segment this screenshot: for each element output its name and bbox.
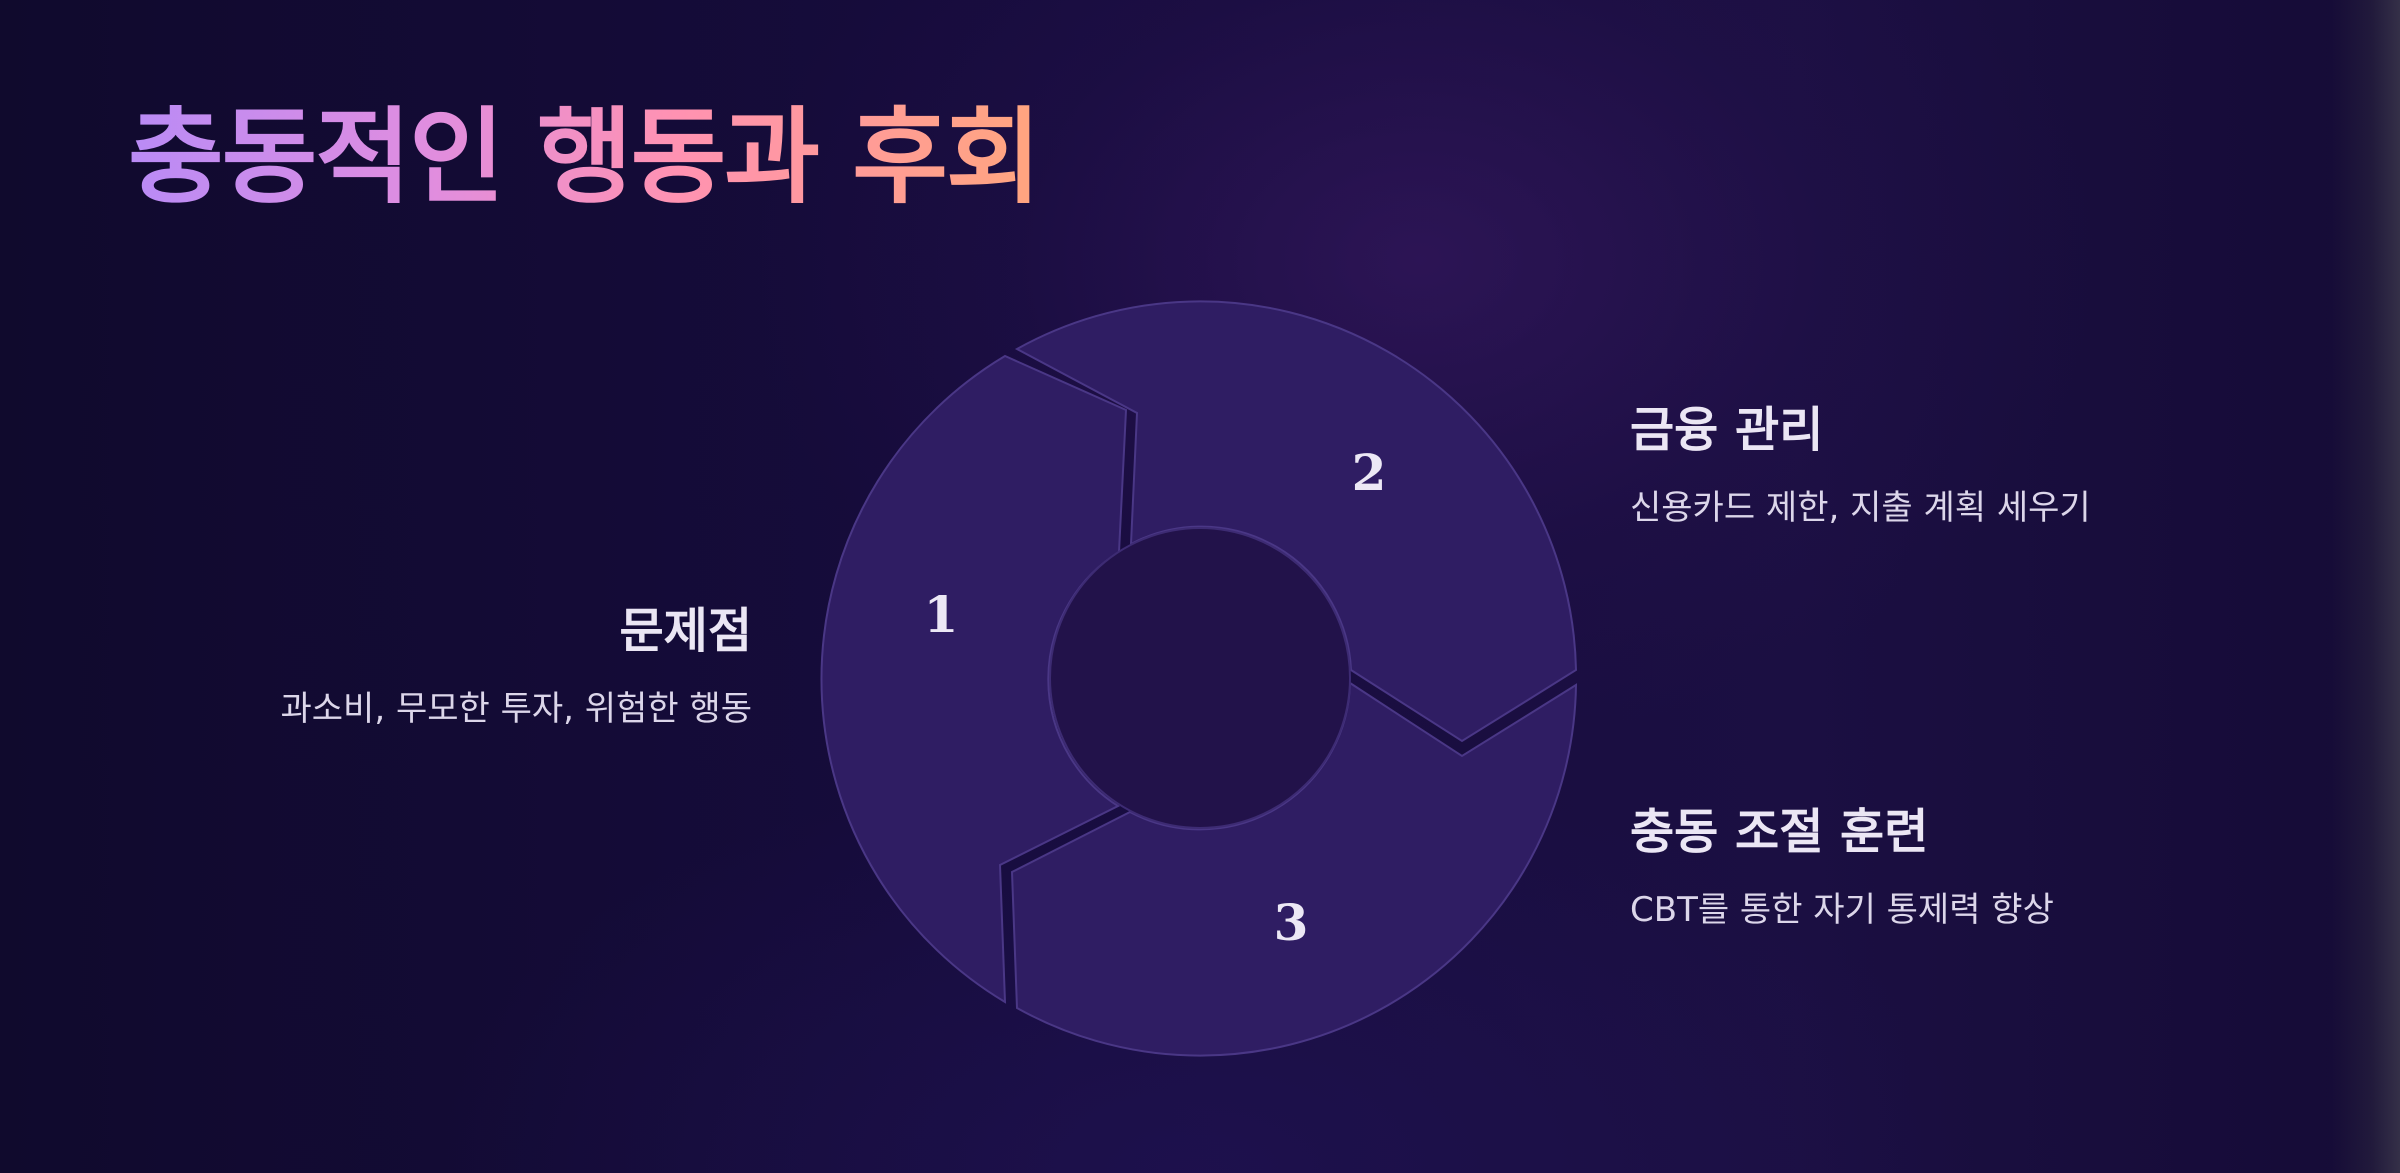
step-1-heading: 문제점 <box>619 603 752 659</box>
step-number-3: 3 <box>1274 893 1309 952</box>
step-3-description: CBT를 통한 자기 통제력 향상 <box>1630 890 2054 930</box>
cycle-segment-1 <box>820 354 1128 1004</box>
step-1-block: 문제점 과소비, 무모한 투자, 위험한 행동 <box>281 601 753 731</box>
step-number-1: 1 <box>924 585 959 644</box>
page-title: 충동적인 행동과 후회 <box>128 92 1042 222</box>
step-2-description: 신용카드 제한, 지출 계획 세우기 <box>1630 488 2091 528</box>
cycle-center <box>1049 527 1351 829</box>
step-3-heading: 충동 조절 훈련 <box>1630 804 1929 860</box>
step-3-block: 충동 조절 훈련 CBT를 통한 자기 통제력 향상 <box>1630 802 2054 932</box>
step-number-2: 2 <box>1352 443 1387 502</box>
right-edge-fade <box>2330 0 2400 1173</box>
step-1-description: 과소비, 무모한 투자, 위험한 행동 <box>280 689 753 729</box>
cycle-segment-2 <box>1014 300 1578 743</box>
step-2-block: 금융 관리 신용카드 제한, 지출 계획 세우기 <box>1630 400 2091 530</box>
step-2-heading: 금융 관리 <box>1630 402 1824 458</box>
